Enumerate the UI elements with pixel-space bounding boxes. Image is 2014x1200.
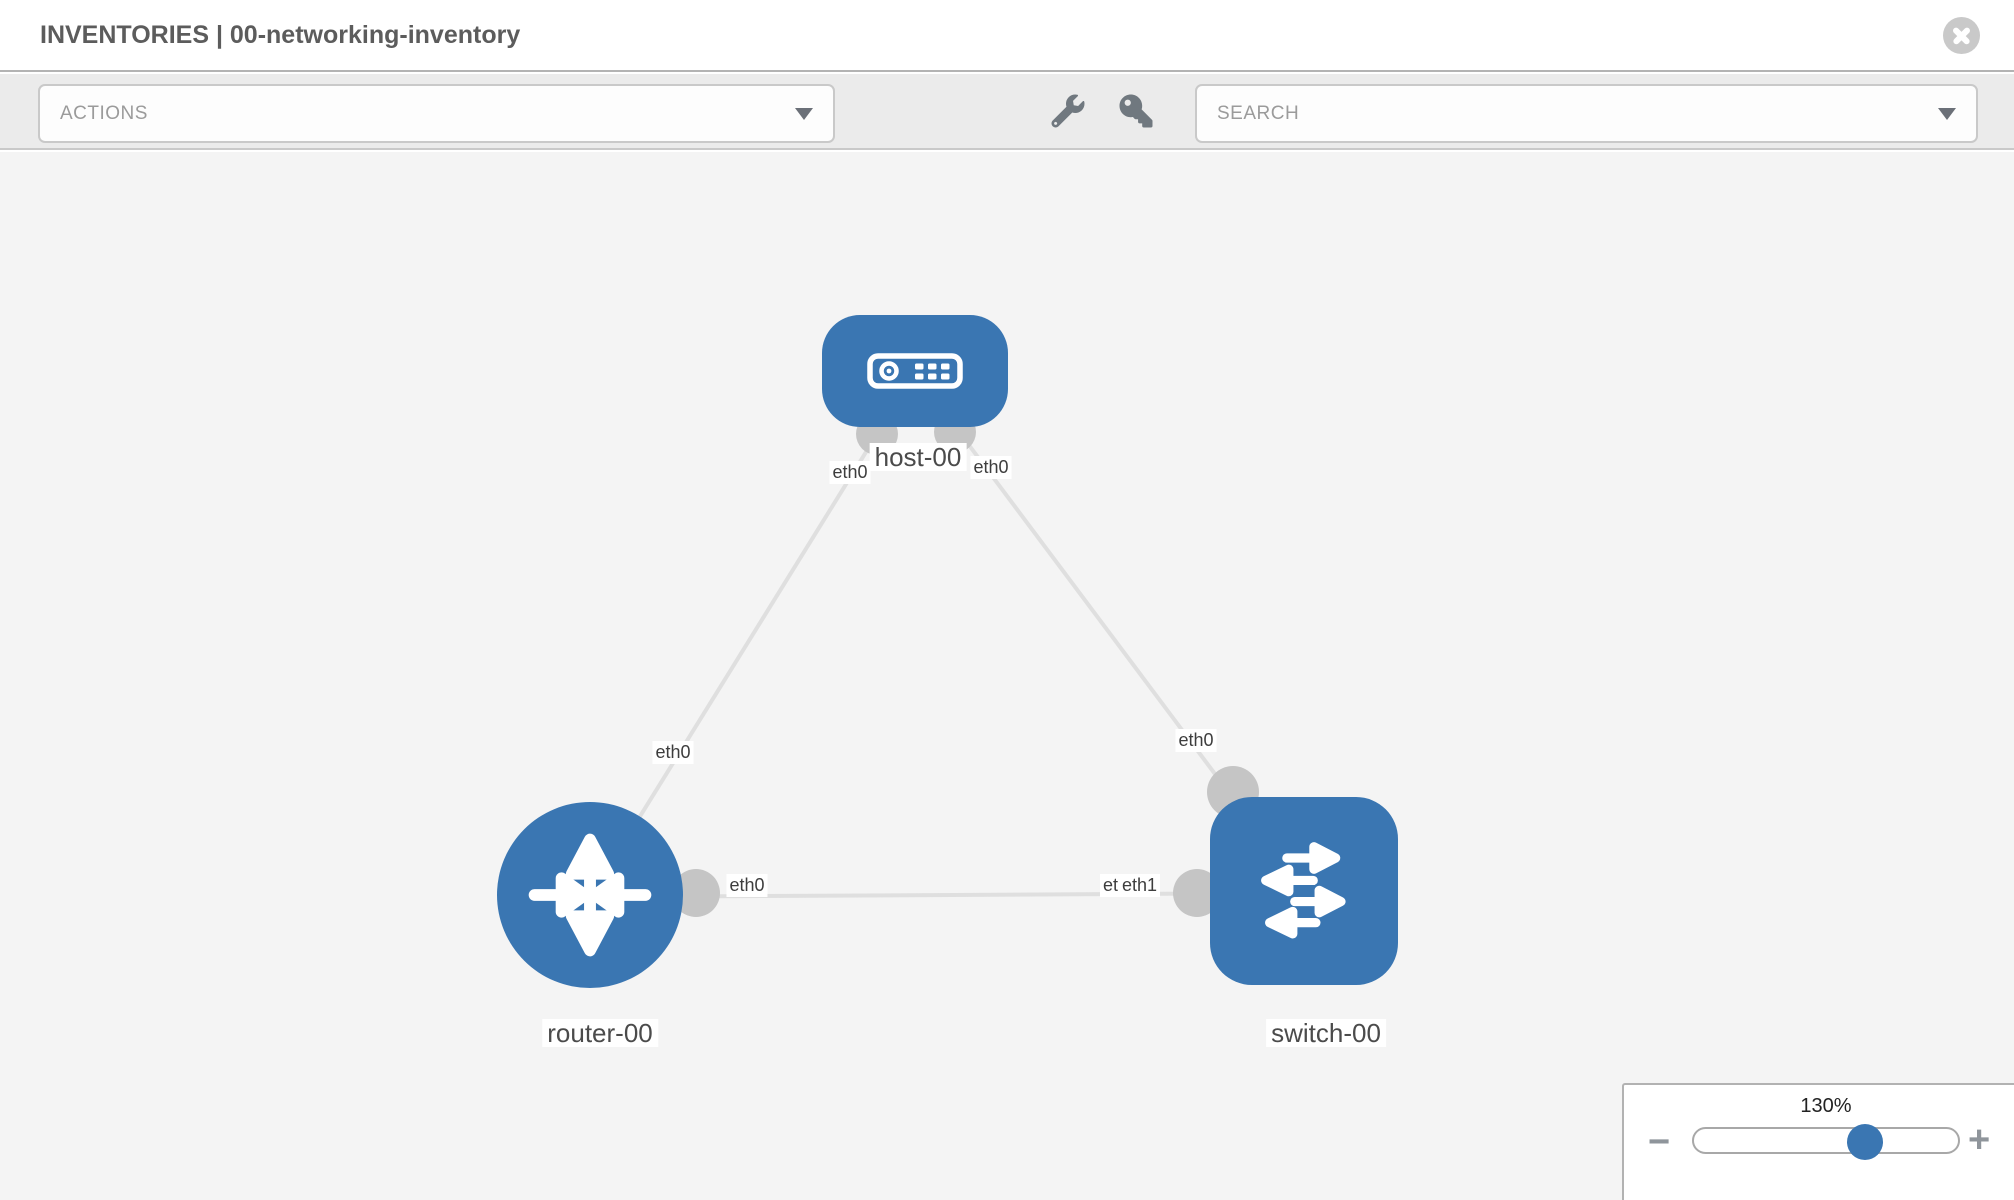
credentials-button[interactable]	[1119, 94, 1153, 128]
wrench-icon	[1051, 94, 1085, 128]
interface-label-switch-eth1: eth1	[1119, 874, 1161, 897]
node-host-00[interactable]	[822, 315, 1008, 427]
configure-button[interactable]	[1051, 94, 1085, 128]
page-title: INVENTORIES | 00-networking-inventory	[40, 20, 521, 49]
close-button[interactable]	[1943, 16, 1980, 54]
node-label-host: host-00	[869, 443, 967, 471]
interface-label-host-eth0-left: eth0	[829, 461, 871, 484]
actions-dropdown-label: ACTIONS	[60, 102, 148, 124]
switch-icon	[1261, 842, 1346, 939]
interface-endpoint	[1173, 869, 1221, 917]
zoom-level-label: 130%	[1800, 1095, 1852, 1117]
search-dropdown[interactable]: SEARCH	[1195, 84, 1978, 143]
search-dropdown-label: SEARCH	[1217, 102, 1300, 124]
zoom-control-panel: 130% − +	[1622, 1083, 2014, 1200]
topology-links-layer	[588, 371, 1306, 917]
chevron-down-icon	[795, 107, 813, 120]
actions-dropdown[interactable]: ACTIONS	[38, 84, 835, 143]
interface-label-host-eth0-right: eth0	[970, 456, 1012, 479]
header: INVENTORIES | 00-networking-inventory	[0, 0, 2014, 72]
interface-label-switch-eth0-top: eth0	[1175, 729, 1217, 752]
node-label-switch: switch-00	[1266, 1019, 1386, 1047]
host-icon	[867, 353, 963, 389]
node-router-00[interactable]	[497, 802, 683, 988]
chevron-down-icon	[1938, 107, 1956, 120]
node-label-router: router-00	[542, 1019, 658, 1047]
toolbar: ACTIONS SEARCH	[0, 74, 2014, 150]
key-icon	[1119, 94, 1153, 128]
zoom-slider-knob[interactable]	[1847, 1124, 1883, 1160]
router-icon	[528, 833, 652, 957]
interface-label-router-eth0-top: eth0	[652, 741, 694, 764]
link-host-router[interactable]	[588, 371, 917, 899]
zoom-in-button[interactable]: +	[1968, 1119, 1991, 1161]
zoom-out-button[interactable]: −	[1648, 1121, 1671, 1163]
interface-endpoint	[672, 869, 720, 917]
node-switch-00[interactable]	[1210, 797, 1398, 985]
zoom-slider-track[interactable]	[1692, 1127, 1960, 1154]
topology-canvas[interactable]: host-00 router-00 switch-00 eth0 eth0 et…	[0, 152, 2014, 1200]
interface-label-router-eth0-right: eth0	[726, 874, 768, 897]
